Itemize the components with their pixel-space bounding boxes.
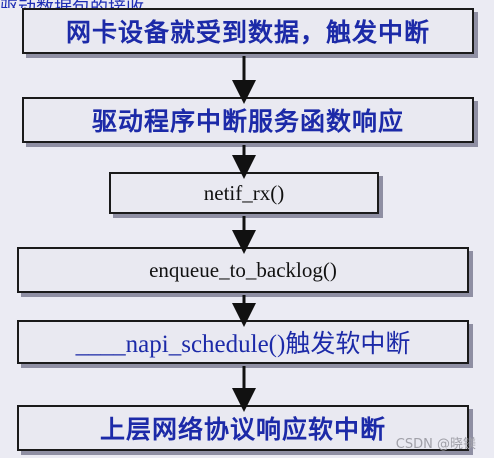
step-driver-isr: 驱动程序中断服务函数响应 [22, 97, 474, 143]
step-upper-protocol-softirq: 上层网络协议响应软中断 [17, 405, 469, 451]
step-label: 网卡设备就受到数据，触发中断 [65, 18, 430, 47]
csdn-watermark: CSDN @晓镁 [395, 437, 476, 452]
title-fragment: 驱动数据包的接收 [0, 0, 170, 8]
step-nic-interrupt: 网卡设备就受到数据，触发中断 [22, 8, 474, 54]
step-label: 上层网络协议响应软中断 [99, 415, 386, 444]
step-enqueue-to-backlog: enqueue_to_backlog() [17, 247, 469, 293]
step-label: ____napi_schedule()触发软中断 [75, 331, 411, 358]
step-label: enqueue_to_backlog() [149, 257, 337, 282]
step-napi-schedule: ____napi_schedule()触发软中断 [17, 320, 469, 364]
step-label: 驱动程序中断服务函数响应 [91, 107, 404, 136]
step-label: netif_rx() [203, 180, 285, 205]
